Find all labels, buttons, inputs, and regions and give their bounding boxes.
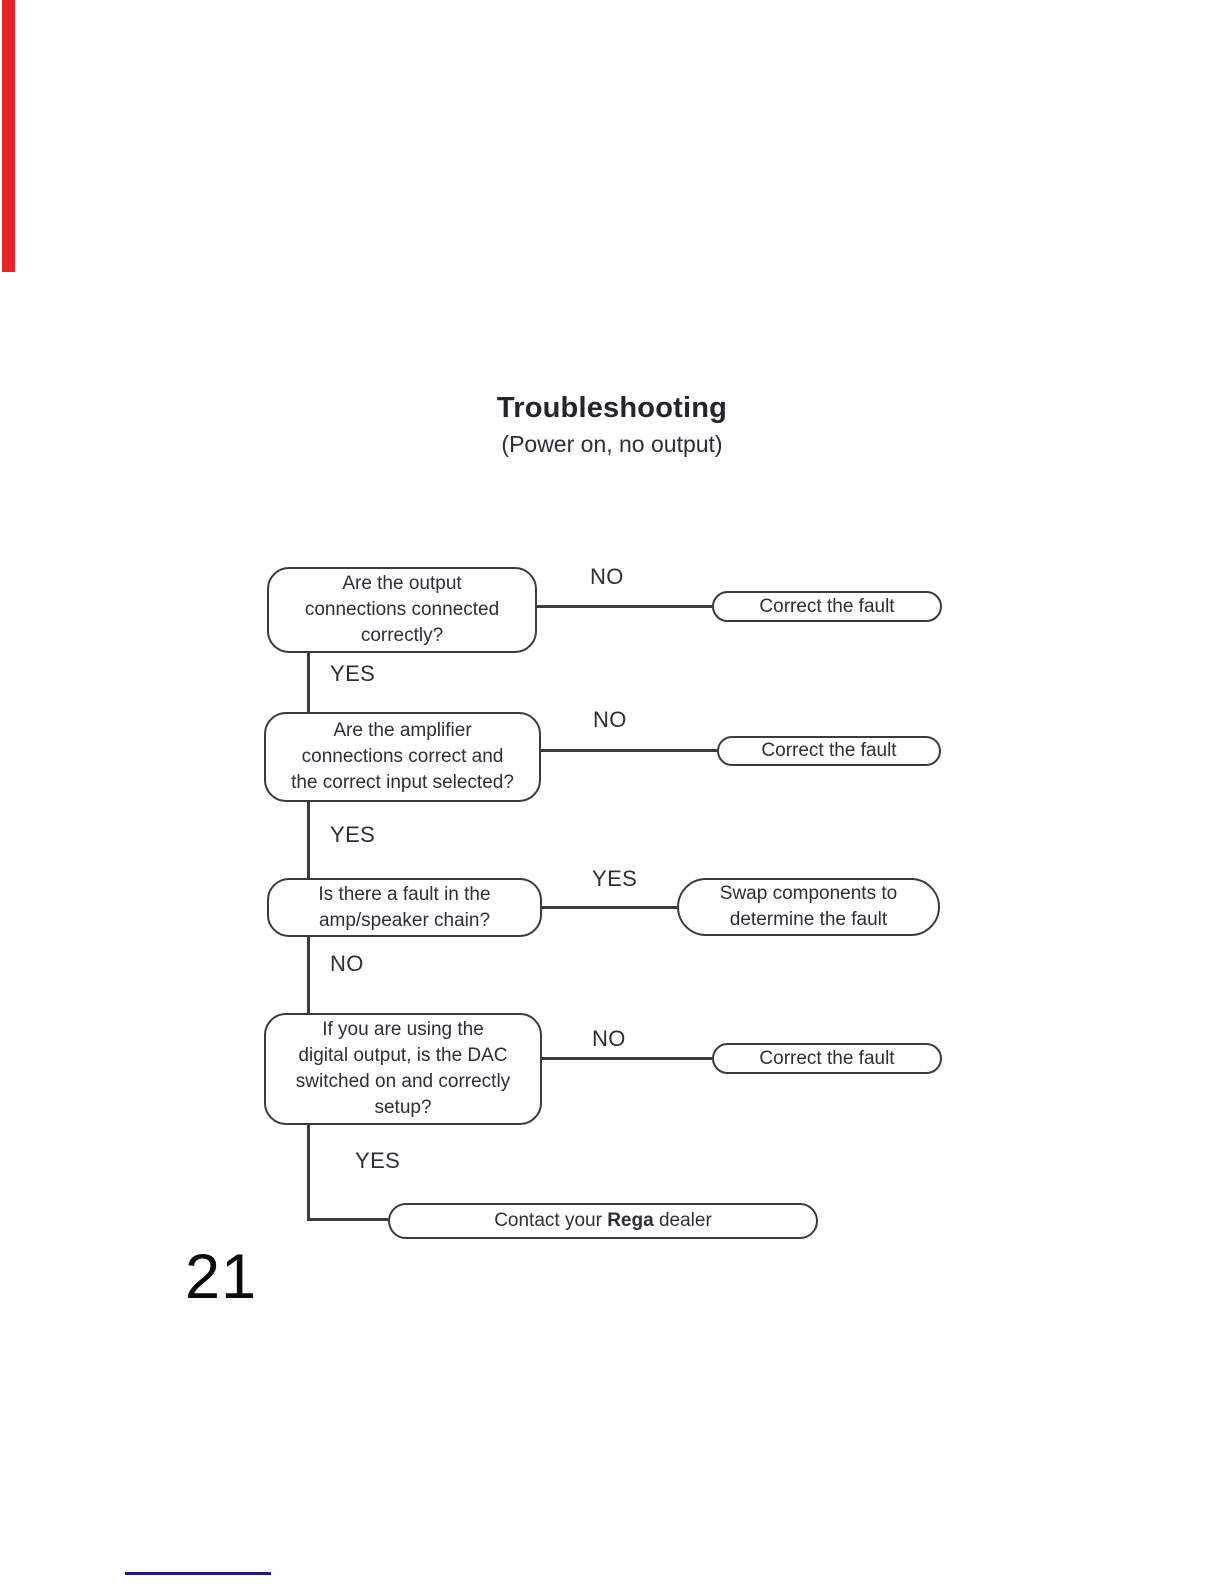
question-box-amp-speaker-fault: Is there a fault in the amp/speaker chai…: [267, 878, 542, 937]
action-text: Correct the fault: [759, 1047, 895, 1069]
branch-label-q4-no: NO: [592, 1026, 626, 1051]
question-box-output-connections: Are the output connections connected cor…: [267, 567, 537, 653]
action-box-correct-fault-3: Correct the fault: [712, 1043, 942, 1074]
page-subtitle: (Power on, no output): [501, 431, 723, 457]
page-title: Troubleshooting: [496, 392, 728, 424]
action-text: Correct the fault: [759, 595, 895, 617]
question-text: Is there a fault in the amp/speaker chai…: [318, 883, 491, 931]
action-box-swap-components: Swap components to determine the fault: [677, 878, 940, 936]
branch-label-q1-yes: YES: [330, 661, 376, 686]
action-text: Correct the fault: [761, 740, 897, 762]
connector-q3-no: [307, 937, 310, 1013]
connector-q1-no: [537, 605, 712, 608]
question-text: Are the output connections connected cor…: [304, 573, 500, 646]
connector-q2-no: [541, 749, 717, 752]
action-box-contact-dealer: Contact your Rega dealer: [388, 1203, 818, 1239]
branch-label-q3-no: NO: [330, 951, 364, 976]
action-text: Swap components to determine the fault: [719, 883, 898, 930]
question-box-amplifier-connections: Are the amplifier connections correct an…: [264, 712, 541, 802]
question-text: If you are using the digital output, is …: [295, 1019, 511, 1118]
connector-q3-yes: [542, 906, 677, 909]
red-edge-bar: [2, 0, 15, 272]
page-number: 21: [185, 1242, 258, 1312]
branch-label-q3-yes: YES: [592, 866, 638, 891]
branch-label-q2-no: NO: [593, 707, 627, 732]
question-box-dac-setup: If you are using the digital output, is …: [264, 1013, 542, 1125]
connector-q4-no: [542, 1057, 712, 1060]
action-text: Contact your Rega dealer: [494, 1210, 712, 1232]
footer-rule: [125, 1572, 271, 1575]
question-text: Are the amplifier connections correct an…: [291, 720, 514, 793]
branch-label-q2-yes: YES: [330, 822, 376, 847]
action-box-correct-fault-2: Correct the fault: [717, 736, 941, 766]
connector-q4-yes-horizontal: [307, 1218, 388, 1221]
connector-q1-yes: [307, 653, 310, 712]
connector-q2-yes: [307, 802, 310, 878]
page-header: Troubleshooting (Power on, no output): [0, 392, 1224, 458]
branch-label-q4-yes: YES: [355, 1148, 401, 1173]
connector-q4-yes-vertical: [307, 1125, 310, 1220]
branch-label-q1-no: NO: [590, 564, 624, 589]
action-box-correct-fault-1: Correct the fault: [712, 591, 942, 622]
brand-name: Rega: [607, 1210, 654, 1232]
